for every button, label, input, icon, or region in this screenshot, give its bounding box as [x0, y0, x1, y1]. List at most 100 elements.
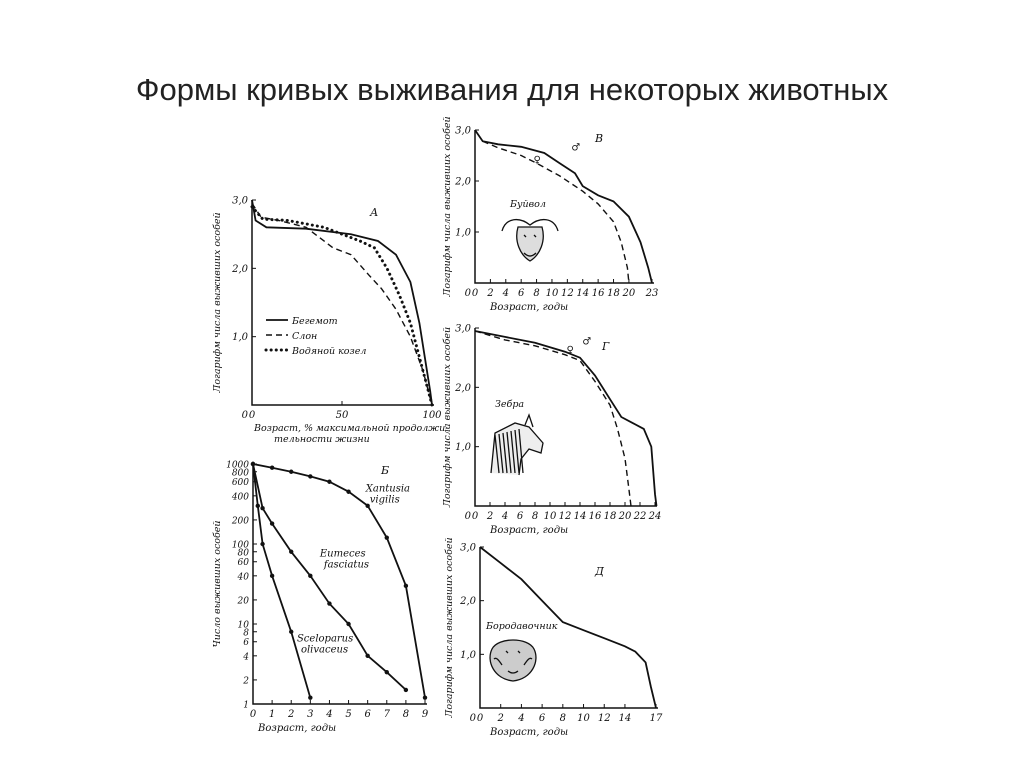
zebra-stripe — [518, 428, 524, 474]
y-tick-label: 3,0 — [232, 196, 249, 207]
x-tick-label: 12 — [561, 288, 574, 299]
series-line-2 — [252, 463, 312, 698]
x-tick-label: 4 — [502, 288, 509, 299]
x-tick-label: 2 — [486, 288, 493, 299]
x-tick-label: 23 — [645, 288, 659, 299]
data-point — [403, 583, 409, 589]
axis-lines — [251, 200, 434, 406]
x-tick-label: 17 — [650, 713, 663, 724]
y-tick-label: 400 — [231, 492, 249, 502]
panel-letter: Б — [380, 464, 389, 477]
x-tick-label: 10 — [544, 511, 557, 522]
data-point — [308, 474, 313, 479]
y-tick-label: 100 — [232, 541, 249, 551]
y-axis-title: Число выживших особей — [212, 520, 223, 647]
zebra-ear — [524, 413, 534, 428]
y-tick-label: 600 — [232, 478, 249, 488]
horn-left — [501, 219, 559, 232]
series-label: olivaceus — [301, 645, 348, 656]
y-tick-label: 2,0 — [459, 596, 477, 607]
series-line-0 — [252, 463, 426, 698]
panel-letter: В — [594, 132, 603, 145]
series-label: Xantusia — [365, 484, 410, 495]
x-tick-label: 0 — [250, 709, 257, 720]
y-zero-label: 0 — [465, 511, 472, 522]
zebra-stripe — [498, 433, 504, 474]
warthog-head — [489, 639, 537, 682]
x-axis-title-line: Возраст, % максимальной продолжи- — [253, 423, 448, 434]
x-tick-label: 10 — [577, 713, 590, 724]
y-tick-label: 40 — [237, 572, 250, 582]
x-tick-label: 3 — [307, 709, 313, 720]
zebra-stripe — [494, 434, 500, 474]
panel-letter: Д — [594, 565, 605, 578]
zebra-illustration — [490, 413, 544, 476]
y-tick-label: 4 — [242, 652, 249, 662]
x-axis-title: Возраст, % максимальной продолжи-тельнос… — [253, 423, 448, 445]
x-tick-label: 6 — [518, 288, 525, 299]
y-tick-label: 6 — [243, 638, 249, 648]
x-tick-label: 1 — [269, 709, 275, 720]
data-point — [289, 469, 294, 474]
y-axis-title: Логарифм числа выживших особей — [442, 116, 453, 297]
y-tick-label: 3,0 — [455, 126, 472, 137]
x-axis-title-line: тельности жизни — [274, 434, 370, 445]
x-tick-label: 16 — [592, 288, 605, 299]
data-point — [289, 629, 294, 634]
warthog-illustration — [489, 639, 537, 682]
x-tick-label: 0 — [249, 410, 256, 421]
data-point — [365, 503, 370, 509]
x-tick-label: 14 — [576, 288, 589, 299]
warthog-tusks — [493, 657, 533, 666]
y-tick-label: 8 — [243, 628, 249, 638]
x-tick-label: 14 — [619, 713, 632, 724]
y-tick-label: 80 — [238, 548, 250, 558]
x-tick-label: 10 — [546, 288, 559, 299]
zebra-stripe — [510, 430, 516, 474]
data-point — [422, 695, 428, 700]
series-label: fasciatus — [323, 559, 369, 570]
data-point — [269, 465, 275, 470]
x-tick-label: 8 — [403, 709, 409, 720]
x-tick-label: 2 — [287, 709, 294, 720]
y-tick-label: 800 — [232, 468, 249, 478]
series-line-1 — [474, 330, 632, 507]
series-line-0 — [474, 330, 658, 507]
series-label-male: ♂ — [571, 142, 580, 153]
data-point — [327, 479, 332, 484]
panel-letter: Г — [601, 340, 610, 353]
x-tick-label: 0 — [477, 713, 484, 724]
data-point — [384, 669, 389, 675]
data-point — [250, 461, 256, 467]
slide-title: Формы кривых выживания для некоторых жив… — [135, 72, 889, 107]
y-tick-label: 1 — [243, 701, 249, 711]
x-tick-label: 12 — [559, 511, 572, 522]
zebra-stripe — [502, 432, 508, 474]
y-tick-label: 2,0 — [454, 177, 472, 188]
y-tick-label: 20 — [237, 596, 250, 606]
legend-label: Водяной козел — [291, 346, 366, 357]
y-axis-title: Логарифм числа выживших особей — [444, 537, 455, 718]
axis-lines — [474, 130, 654, 284]
data-point — [365, 653, 370, 659]
x-tick-label: 12 — [598, 713, 611, 724]
series-line-0 — [474, 129, 653, 284]
zebra-stripe — [514, 429, 520, 474]
x-tick-label: 2 — [497, 713, 504, 724]
data-point — [384, 535, 389, 540]
animal-label: Буйвол — [509, 199, 546, 210]
series-line-1 — [252, 463, 407, 691]
x-tick-label: 6 — [517, 511, 524, 522]
y-tick-label: 1,0 — [455, 442, 472, 453]
y-tick-label: 1000 — [226, 461, 249, 471]
series-line-1 — [482, 140, 630, 284]
y-tick-label: 10 — [238, 621, 250, 631]
y-zero-label: 0 — [242, 410, 249, 421]
y-zero-label: 0 — [470, 713, 477, 724]
data-point — [308, 695, 313, 700]
y-tick-label: 1,0 — [232, 332, 249, 343]
panel-letter: А — [369, 206, 378, 219]
animal-label: Зебра — [495, 399, 524, 410]
